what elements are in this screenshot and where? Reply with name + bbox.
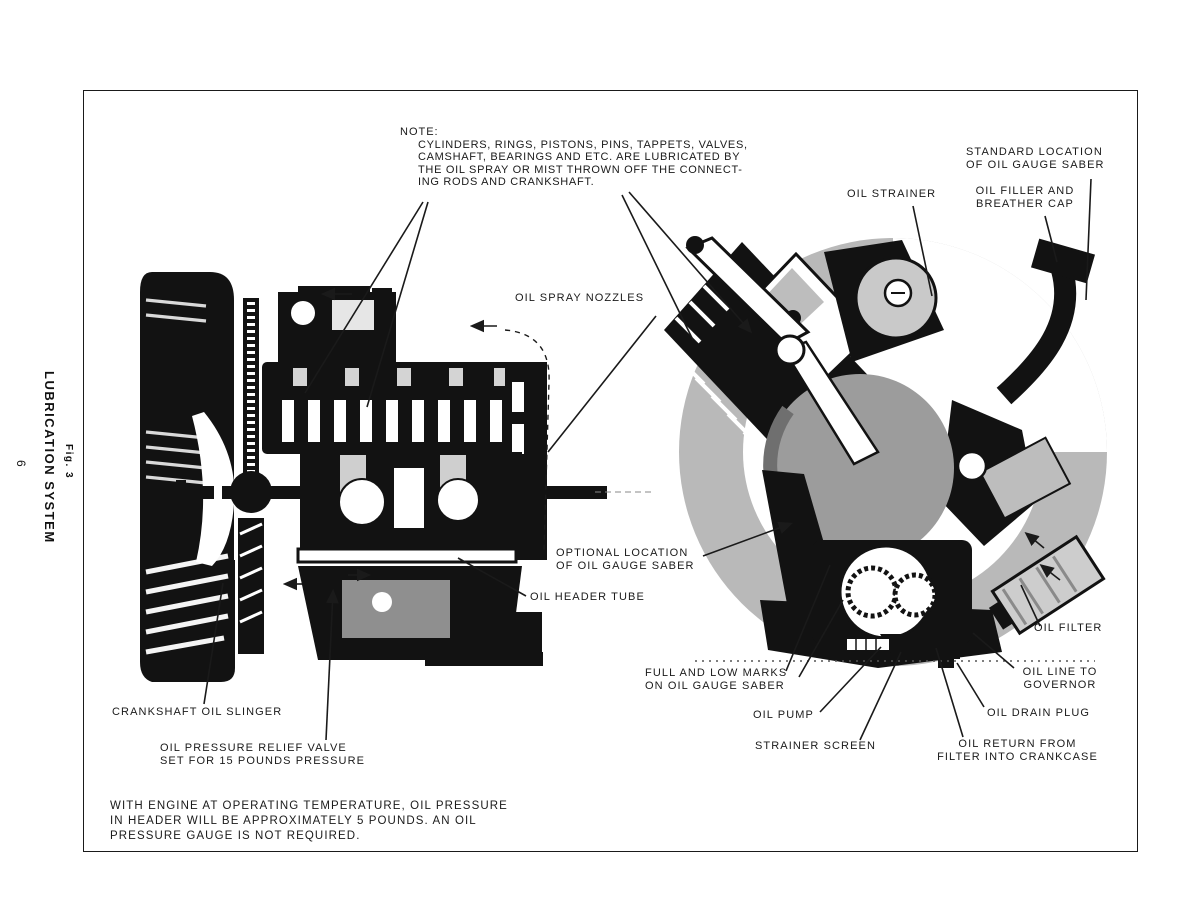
note-heading: NOTE: [400, 126, 439, 138]
callout-oil-line-governor: OIL LINE TO GOVERNOR [1022, 666, 1098, 691]
callout-crankshaft-oil-slinger: CRANKSHAFT OIL SLINGER [112, 706, 283, 718]
callout-oil-spray-nozzles: OIL SPRAY NOZZLES [515, 292, 645, 304]
oil-header-tube-and-sump [296, 547, 543, 666]
oil-strainer-dome [824, 240, 944, 362]
callout-oil-pump: OIL PUMP [753, 709, 814, 721]
callout-oil-filter: OIL FILTER [1034, 622, 1103, 634]
leader-lines [203, 178, 1092, 741]
callout-oil-strainer: OIL STRAINER [847, 188, 937, 200]
note-body: CYLINDERS, RINGS, PISTONS, PINS, TAPPETS… [418, 139, 748, 188]
governor [940, 400, 1072, 546]
callout-standard-location: STANDARD LOCATION OF OIL GAUGE SABER [966, 146, 1105, 171]
callout-oil-return: OIL RETURN FROM FILTER INTO CRANKCASE [937, 738, 1098, 763]
figure-border [83, 90, 1138, 852]
figure-number: Fig. 3 [63, 444, 74, 480]
oil-pump-gears [812, 540, 972, 666]
page-number: 6 [14, 460, 28, 469]
oil-drain-plug-part [930, 645, 960, 668]
chapter-side-title: LUBRICATION SYSTEM [42, 371, 57, 544]
callout-strainer-screen: STRAINER SCREEN [755, 740, 877, 752]
callout-relief-valve: OIL PRESSURE RELIEF VALVE SET FOR 15 POU… [160, 742, 366, 767]
oil-gauge-saber [685, 236, 811, 346]
callout-full-low-marks: FULL AND LOW MARKS ON OIL GAUGE SABER [645, 667, 788, 692]
callout-optional-location: OPTIONAL LOCATION OF OIL GAUGE SABER [556, 547, 695, 572]
figure-footnote: WITH ENGINE AT OPERATING TEMPERATURE, OI… [110, 800, 508, 842]
optional-saber-dashed-outline [504, 329, 550, 551]
callout-oil-header-tube: OIL HEADER TUBE [530, 591, 645, 603]
callout-oil-filler-breather: OIL FILLER AND BREATHER CAP [975, 185, 1075, 210]
oil-flow-arrows [282, 287, 1061, 591]
timing-gear-train [230, 298, 272, 654]
right-engine-view [664, 236, 1107, 668]
callout-oil-drain-plug: OIL DRAIN PLUG [987, 707, 1091, 719]
flywheel [140, 272, 235, 682]
left-engine-view [140, 272, 655, 682]
filler-breather-tube [996, 238, 1096, 405]
crankcase-interior [300, 452, 522, 552]
